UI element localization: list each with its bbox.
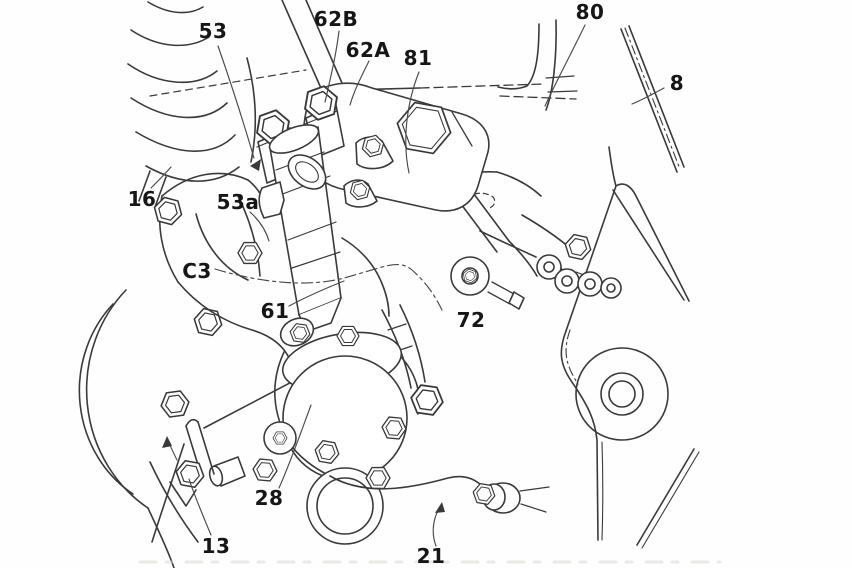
ref-label-C3: C3 — [182, 259, 212, 283]
arrowheads — [162, 159, 445, 513]
ref-label-21: 21 — [416, 544, 446, 568]
master-cylinder-53 — [252, 83, 393, 332]
ref-label-81: 81 — [403, 46, 433, 70]
bracket-81 — [302, 82, 490, 212]
ref-label-53a: 53a — [216, 190, 260, 214]
bracket-16 — [151, 172, 291, 361]
ref-label-80: 80 — [575, 0, 605, 24]
leader-lines — [150, 24, 665, 547]
engine-boss-circle — [575, 347, 669, 441]
arrow-53 — [250, 159, 261, 171]
ref-label-28: 28 — [254, 486, 284, 510]
cooling-fins — [127, 1, 307, 208]
pump-cover-28 — [149, 256, 550, 545]
chain-and-sprocket-area — [536, 233, 622, 299]
ref-label-13: 13 — [201, 534, 231, 558]
arrow-21 — [435, 502, 445, 513]
ref-label-72: 72 — [456, 308, 486, 332]
frame-right-edge — [560, 146, 700, 549]
arrow-13 — [162, 436, 172, 448]
ref-label-8: 8 — [669, 71, 685, 95]
ref-label-62B: 62B — [313, 7, 359, 31]
ref-label-16: 16 — [127, 187, 157, 211]
ref-label-62A: 62A — [345, 38, 391, 62]
ref-label-53: 53 — [198, 19, 228, 43]
ref-label-61: 61 — [260, 299, 290, 323]
